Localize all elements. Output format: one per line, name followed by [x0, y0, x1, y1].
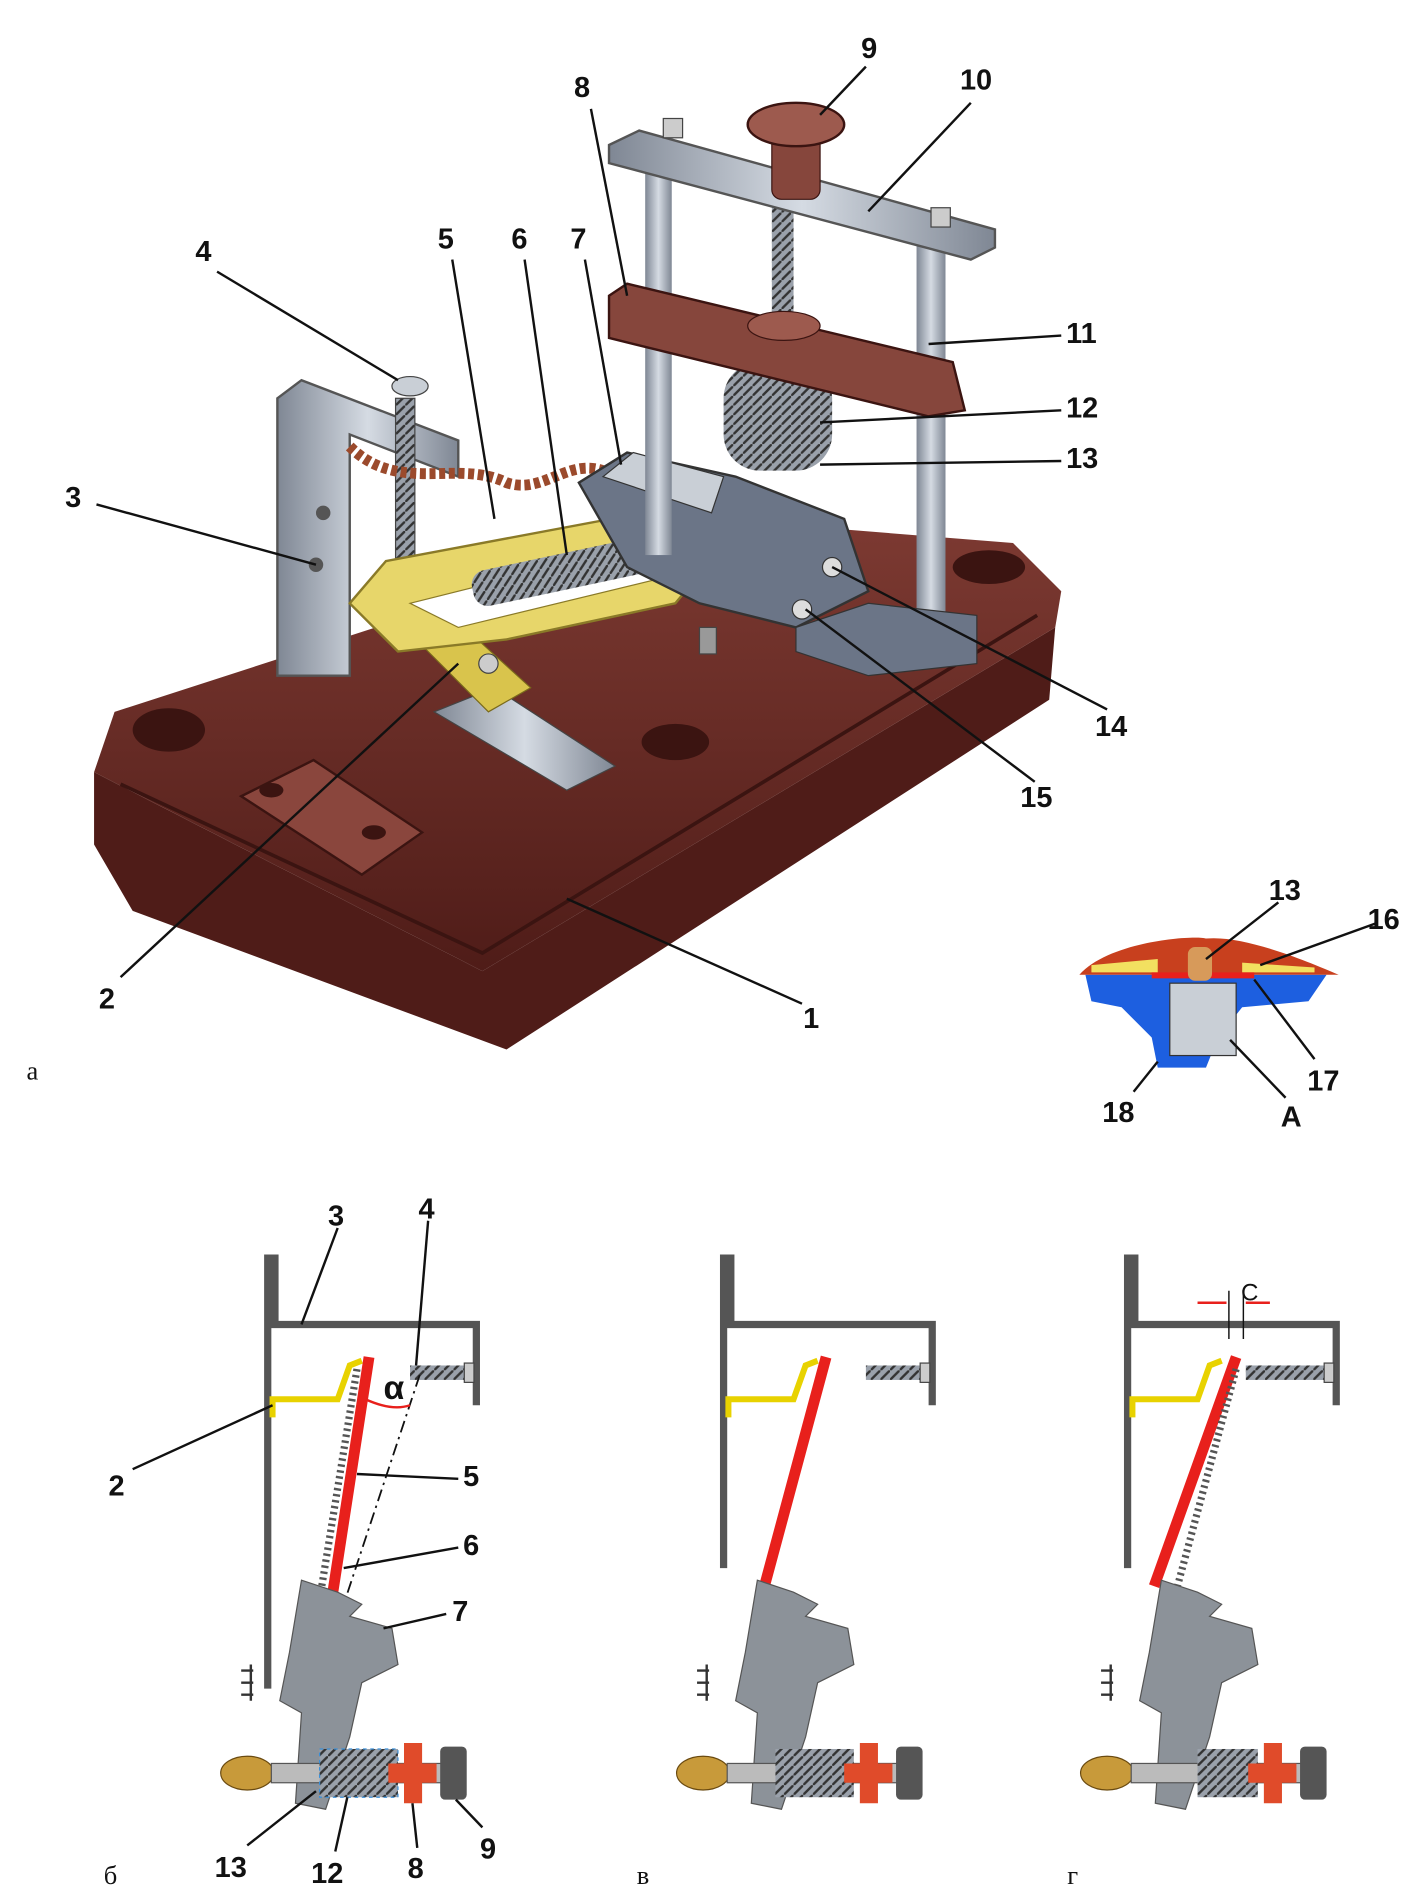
contact-blade-5: [756, 1355, 832, 1597]
flexible-braid: [345, 442, 605, 491]
label-4: 4: [195, 236, 211, 268]
spring-6: [317, 1368, 361, 1593]
b-label-6: 6: [463, 1530, 479, 1562]
angle-arc: [364, 1398, 411, 1409]
angle-label: α: [384, 1369, 405, 1407]
bracket-3: [719, 1254, 936, 1569]
adjust-screw-4: [1245, 1365, 1325, 1380]
label-5: 5: [438, 224, 454, 256]
nut-9: [896, 1746, 923, 1800]
spring-12: [775, 1748, 854, 1798]
caption-v: в: [637, 1860, 650, 1890]
label-11: 11: [1066, 318, 1097, 350]
carrier-7: [734, 1579, 855, 1810]
base-plate-side: [94, 627, 1056, 1050]
b-label-8: 8: [408, 1853, 424, 1885]
label-15: 15: [1020, 782, 1052, 814]
b-label-7: 7: [452, 1596, 468, 1628]
spring-6: [1172, 1368, 1240, 1594]
detail-label-17: 17: [1307, 1066, 1339, 1098]
axis-line: [342, 1374, 421, 1605]
caption-b: б: [104, 1860, 118, 1890]
adjust-screw-4: [865, 1365, 921, 1380]
detail-label-18: 18: [1102, 1097, 1134, 1129]
section-detail: 13 16 17 18 A: [1079, 875, 1400, 1134]
label-10: 10: [960, 65, 992, 97]
fixed-contact-2: [725, 1357, 819, 1418]
b-label-4: 4: [418, 1193, 434, 1225]
contact-blade-5: [1149, 1355, 1242, 1588]
fixed-contact-2: [1129, 1357, 1223, 1418]
label-6: 6: [511, 224, 527, 256]
bracket-3: [1123, 1254, 1340, 1569]
label-1: 1: [803, 1003, 819, 1035]
figure-v-diagram: в: [637, 1254, 936, 1890]
nut-9: [440, 1746, 467, 1800]
figure-a-assembly: [94, 101, 1062, 1050]
washer-8: [844, 1742, 893, 1804]
caption-g: г: [1067, 1860, 1078, 1890]
label-13: 13: [1066, 443, 1098, 475]
brass-knob: [675, 1755, 731, 1791]
label-8: 8: [574, 72, 590, 104]
b-label-12: 12: [311, 1858, 343, 1890]
figure-g-diagram: C г: [1067, 1254, 1340, 1890]
carrier-7: [1138, 1579, 1259, 1810]
label-14: 14: [1095, 711, 1127, 743]
label-12: 12: [1066, 393, 1098, 425]
column-left: [645, 157, 672, 556]
base-hole: [641, 723, 710, 761]
spring-12: [723, 362, 833, 471]
figure-b-diagram: 3 4 α 2 5 6 7 13 12 8 9 б: [104, 1193, 496, 1890]
b-label-13: 13: [215, 1852, 247, 1884]
fixed-contact-2: [269, 1357, 363, 1418]
b-label-5: 5: [463, 1461, 479, 1493]
knob-9: [746, 101, 846, 148]
base-hole: [132, 708, 206, 752]
adjust-screw-4: [394, 397, 416, 568]
washer-8: [1248, 1742, 1297, 1804]
caption-a: а: [27, 1056, 39, 1086]
bushing-A: [1169, 982, 1237, 1057]
nut-9: [1300, 1746, 1327, 1800]
detail-label-16: 16: [1368, 904, 1400, 936]
label-9: 9: [861, 33, 877, 65]
b-label-2: 2: [109, 1471, 125, 1503]
crossbar-8: [607, 282, 967, 418]
carrier-7: [279, 1579, 399, 1810]
spring-12: [318, 1748, 399, 1798]
brass-knob: [220, 1755, 275, 1791]
label-7: 7: [570, 224, 586, 256]
adjust-screw-4: [410, 1365, 465, 1380]
label-2: 2: [99, 984, 115, 1016]
detail-label-13: 13: [1269, 875, 1301, 907]
washer-8: [388, 1742, 437, 1804]
figure-a-labels: 9 10 8 4 5 6 7 11 12 13 3 14 15 2 1 а: [27, 33, 1128, 1085]
rod-13: [1187, 947, 1213, 981]
spring-12: [1197, 1748, 1258, 1798]
base-slot-pad: [238, 758, 425, 877]
column-foot: [795, 602, 978, 677]
gap-label-c: C: [1241, 1279, 1258, 1306]
brass-knob: [1079, 1755, 1135, 1791]
bracket-3: [264, 1254, 480, 1689]
label-3: 3: [65, 482, 81, 514]
contact-blade-5: [327, 1356, 375, 1594]
b-label-9: 9: [480, 1834, 496, 1866]
b-label-3: 3: [328, 1201, 344, 1233]
detail-label-A: A: [1281, 1102, 1302, 1134]
